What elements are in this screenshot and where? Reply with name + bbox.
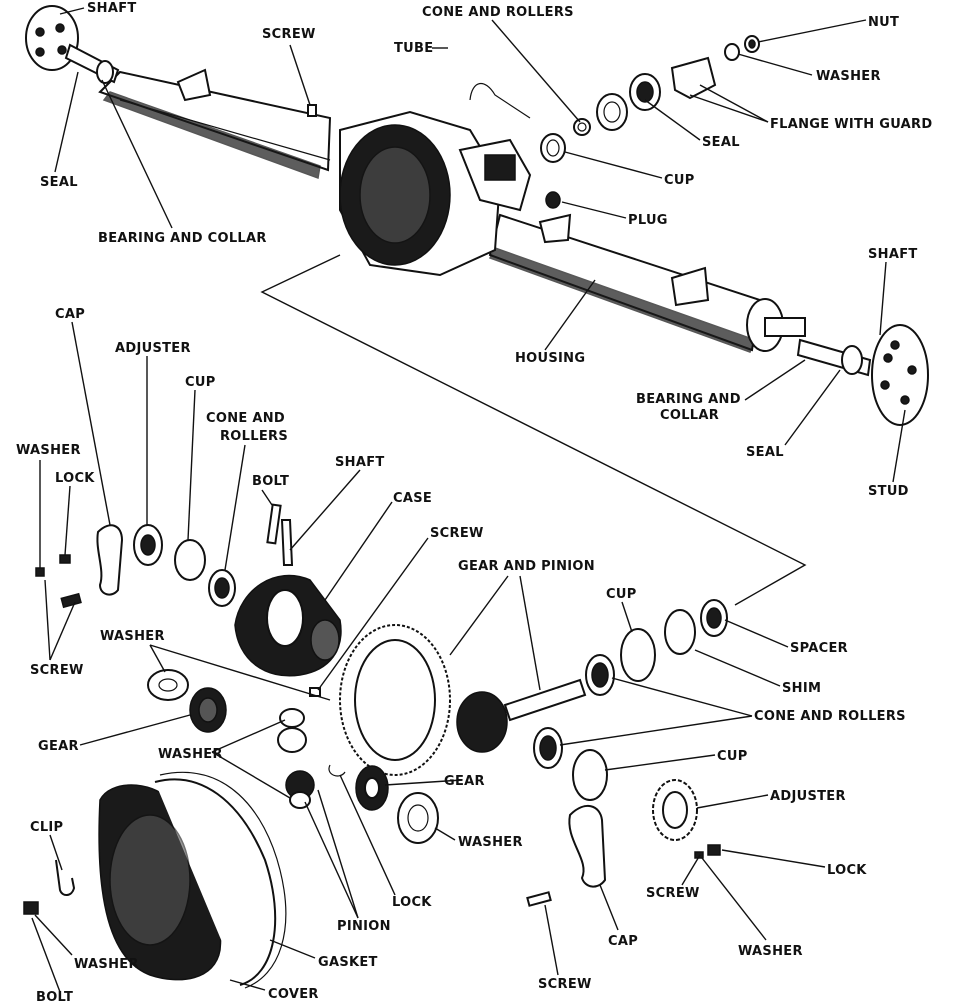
washer-lower-part xyxy=(397,792,439,844)
cover-part xyxy=(98,778,277,986)
washer-left-part xyxy=(147,669,189,701)
label-screw-mid: SCREW xyxy=(430,526,484,541)
label-tube: TUBE xyxy=(394,41,433,56)
bolt-mid-part xyxy=(266,503,282,545)
cone-rollers-right-part xyxy=(533,654,615,769)
label-adjuster-left: ADJUSTER xyxy=(115,341,191,356)
label-cover: COVER xyxy=(268,987,319,1002)
lock-center-part xyxy=(328,764,346,777)
label-washer-right: WASHER xyxy=(738,944,803,959)
label-washer-center: WASHER xyxy=(158,747,223,762)
cone-rollers-left-part xyxy=(208,569,236,607)
right-axle-shaft xyxy=(796,324,929,426)
drive-pinion-part xyxy=(456,678,587,753)
label-seal-left: SEAL xyxy=(40,175,78,190)
bolt-bottom-part xyxy=(23,901,39,915)
shim-part xyxy=(664,609,696,655)
label-shaft-top: SHAFT xyxy=(87,1,137,16)
screw-top-part xyxy=(307,104,317,117)
spacer-part xyxy=(700,599,728,637)
label-stud: STUD xyxy=(868,484,909,499)
screw-left-part xyxy=(60,592,82,609)
adjuster-right-part xyxy=(652,779,698,841)
ring-gear-part xyxy=(339,624,451,776)
side-gear-center-part xyxy=(355,765,389,811)
pinion-flange-parts xyxy=(540,35,760,209)
label-cup-left: CUP xyxy=(185,375,216,390)
cup-lower-right-part xyxy=(572,749,608,801)
label-plug: PLUG xyxy=(628,213,668,228)
screw-bottom-part xyxy=(526,891,552,907)
label-cone-rollers-top: CONE AND ROLLERS xyxy=(422,5,574,20)
cap-right-part xyxy=(568,805,607,888)
label-screw-top: SCREW xyxy=(262,27,316,42)
label-lock-right: LOCK xyxy=(827,863,867,878)
washer-far-left-part xyxy=(35,567,45,577)
label-seal-top: SEAL xyxy=(702,135,740,150)
label-clip: CLIP xyxy=(30,820,63,835)
left-axle-shaft xyxy=(25,5,120,84)
clip-part xyxy=(55,859,76,896)
axle-housing-assembly xyxy=(98,68,806,353)
label-gear-pinion: GEAR AND PINION xyxy=(458,559,595,574)
label-shaft-mid: SHAFT xyxy=(335,455,385,470)
label-cup-right: CUP xyxy=(606,587,637,602)
label-flange-guard: FLANGE WITH GUARD xyxy=(770,117,932,132)
label-lock-center: LOCK xyxy=(392,895,432,910)
label-washer-top: WASHER xyxy=(816,69,881,84)
adjuster-left-part xyxy=(133,524,163,566)
labels: SHAFT SEAL BEARING AND COLLAR SCREW TUBE… xyxy=(16,1,932,1004)
label-seal-right: SEAL xyxy=(746,445,784,460)
label-cup-top: CUP xyxy=(664,173,695,188)
label-screw-right: SCREW xyxy=(646,886,700,901)
label-gear-center: GEAR xyxy=(444,774,485,789)
label-washer-left: WASHER xyxy=(16,443,81,458)
label-washer-mid: WASHER xyxy=(100,629,165,644)
label-screw-left: SCREW xyxy=(30,663,84,678)
label-shaft-right: SHAFT xyxy=(868,247,918,262)
label-gasket: GASKET xyxy=(318,955,378,970)
lock-right-part xyxy=(707,844,721,856)
label-bolt-mid: BOLT xyxy=(252,474,289,489)
label-bolt-bottom: BOLT xyxy=(36,990,73,1004)
label-screw-bottom: SCREW xyxy=(538,977,592,992)
shaft-mid-part xyxy=(280,519,294,566)
label-lock-left: LOCK xyxy=(55,471,95,486)
label-shim: SHIM xyxy=(782,681,821,696)
label-gear-left: GEAR xyxy=(38,739,79,754)
label-nut: NUT xyxy=(868,15,899,30)
side-gear-left-part xyxy=(189,687,227,733)
label-cup-lower-right: CUP xyxy=(717,749,748,764)
label-pinion: PINION xyxy=(337,919,391,934)
label-housing: HOUSING xyxy=(515,351,585,366)
cap-left-part xyxy=(96,524,124,596)
leader-lines xyxy=(31,7,906,993)
label-washer-bottom-left: WASHER xyxy=(74,957,139,972)
label-cone-rollers-right: CONE AND ROLLERS xyxy=(754,709,906,724)
cup-right-part xyxy=(620,628,656,682)
label-spacer: SPACER xyxy=(790,641,848,656)
label-bearing-collar-left: BEARING AND COLLAR xyxy=(98,231,267,246)
vent-tube xyxy=(469,83,531,119)
cup-left-part xyxy=(174,539,206,581)
label-cap-right: CAP xyxy=(608,934,638,949)
label-washer-lower: WASHER xyxy=(458,835,523,850)
differential-case-part xyxy=(234,574,342,677)
label-case: CASE xyxy=(393,491,432,506)
label-cap-left: CAP xyxy=(55,307,85,322)
pinion-gears-center xyxy=(277,708,315,809)
lock-left-part xyxy=(59,554,71,564)
gasket-part xyxy=(159,771,287,989)
label-adjuster-right: ADJUSTER xyxy=(770,789,846,804)
